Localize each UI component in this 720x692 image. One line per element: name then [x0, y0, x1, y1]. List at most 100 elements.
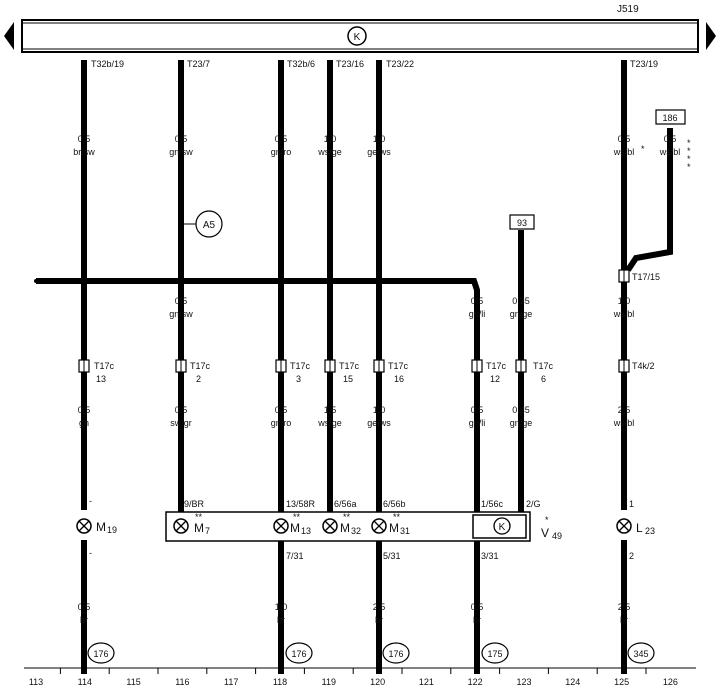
top-label-3: T32b/6 — [287, 59, 315, 69]
svg-text:V: V — [541, 526, 549, 540]
connectors: T17c 13 T17c 2 T17c 3 T17c 15 T17c 16 — [78, 269, 660, 384]
svg-text:M: M — [194, 521, 204, 535]
wire14-size: 0,5 — [275, 405, 288, 415]
svg-text:**: ** — [393, 512, 401, 522]
track-number-121: 121 — [419, 677, 434, 687]
svg-text:M: M — [96, 520, 106, 534]
ground-ref-5: 345 — [633, 649, 648, 659]
pin-label-9: 5/31 — [383, 551, 401, 561]
wire-ref186-branch — [625, 128, 673, 272]
wire6-size: 0,5 — [618, 134, 631, 144]
track-number-122: 122 — [468, 677, 483, 687]
ground-ref-2-circle — [285, 642, 313, 664]
wire16-size: 1,0 — [373, 405, 386, 415]
top-label-5: T23/22 — [386, 59, 414, 69]
wire18-size: 0,35 — [512, 405, 530, 415]
svg-text:3: 3 — [296, 374, 301, 384]
svg-text:T17/15: T17/15 — [632, 272, 660, 282]
track-number-115: 115 — [126, 677, 140, 687]
wires — [36, 60, 673, 674]
track-number-119: 119 — [322, 677, 336, 687]
svg-text:T17c: T17c — [339, 361, 360, 371]
wire-horizontal-bus — [36, 278, 480, 360]
wire1-color: br/sw — [73, 147, 95, 157]
left-arrow-icon — [4, 22, 14, 50]
wire19-color: ws/bl — [613, 418, 635, 428]
bus-start-dot — [34, 279, 38, 283]
connector-c2: T17c 2 — [175, 359, 211, 384]
wire8-color: gn/sw — [169, 309, 193, 319]
components: M 19 M 7 ** M 13 ** M 32 ** — [76, 512, 655, 541]
module-id: J519 — [617, 4, 639, 15]
wire13-size: 0,5 — [175, 405, 188, 415]
pin-labels: 9/BR 13/58R 6/56a 6/56b 1/56c 2/G 1 7/31… — [83, 496, 634, 561]
svg-text:16: 16 — [394, 374, 404, 384]
top-pin-labels: T32b/19 T23/7 T32b/6 T23/16 T23/22 T23/1… — [91, 59, 658, 69]
pin-label-11: 2 — [629, 551, 634, 561]
svg-text:*: * — [687, 162, 691, 172]
wire1-size: 0,5 — [78, 134, 91, 144]
wire8-size: 0,5 — [175, 296, 188, 306]
control-unit-j519: K J519 — [4, 4, 716, 53]
instrument-group-box — [165, 511, 531, 542]
ground-ref-4-circle — [481, 642, 509, 664]
svg-text:-: - — [89, 548, 92, 558]
display-v49: K V 49 * — [472, 514, 562, 541]
pin-label-10: 3/31 — [481, 551, 499, 561]
connector-c8: T4k/2 — [618, 359, 655, 373]
connector-c4: T17c 15 — [324, 359, 360, 384]
wire4-color: ws/ge — [317, 147, 342, 157]
electronics-k-icon — [347, 26, 367, 46]
svg-text:12: 12 — [490, 374, 500, 384]
wire5-size: 1,0 — [373, 134, 386, 144]
track-number-120: 120 — [370, 677, 385, 687]
display-v49-k-icon — [493, 517, 511, 535]
pin-label-3: 6/56a — [334, 499, 357, 509]
wire24-color: br — [620, 615, 628, 625]
svg-text:*: * — [687, 146, 691, 156]
connection-a5-label: A5 — [203, 220, 216, 231]
track-number-123: 123 — [516, 677, 531, 687]
ground-ref-3: 176 — [388, 649, 403, 659]
svg-text:32: 32 — [351, 526, 361, 536]
ref-93-label: 93 — [517, 218, 527, 228]
track-number-124: 124 — [565, 677, 580, 687]
wire5-color: ge/ws — [367, 147, 391, 157]
pin-label-7: 1 — [629, 499, 634, 509]
wire14-color: gn/ro — [271, 418, 292, 428]
wire20-size: 0,5 — [78, 602, 91, 612]
ground-ref-2: 176 — [291, 649, 306, 659]
wire10-size: 0,35 — [512, 296, 530, 306]
ref-box-186 — [655, 109, 686, 125]
connector-c6: T17c 12 — [471, 359, 507, 384]
wire12-color: gn — [79, 418, 89, 428]
svg-text:T17c: T17c — [190, 361, 211, 371]
svg-text:K: K — [499, 522, 506, 533]
wire4-size: 1,0 — [324, 134, 337, 144]
pin-label-5: 1/56c — [481, 499, 504, 509]
wire20-color: br — [80, 615, 88, 625]
track-number-118: 118 — [273, 677, 287, 687]
svg-text:*: * — [687, 154, 691, 164]
top-label-1: T32b/19 — [91, 59, 124, 69]
wire19-size: 2,5 — [618, 405, 631, 415]
svg-text:T4k/2: T4k/2 — [632, 361, 655, 371]
top-label-6: T23/19 — [630, 59, 658, 69]
wire16-color: ge/ws — [367, 418, 391, 428]
svg-text:19: 19 — [107, 525, 117, 535]
svg-text:31: 31 — [400, 526, 410, 536]
svg-text:6: 6 — [541, 374, 546, 384]
svg-text:M: M — [290, 521, 300, 535]
wire2-size: 0,5 — [175, 134, 188, 144]
wire9-size: 0,5 — [471, 296, 484, 306]
wire6-color: ws/bl — [613, 147, 635, 157]
wire-labels: 0,5 br/sw 0,5 gn/sw 0,5 gn/ro 1,0 ws/ge … — [73, 134, 691, 625]
lamp-m19: M 19 — [76, 518, 117, 535]
reference-boxes: 186 93 A5 — [181, 109, 686, 238]
ground-refs: 176 176 176 175 345 — [87, 642, 655, 664]
wire7-size: 0,5 — [664, 134, 677, 144]
connection-a5-circle — [195, 210, 223, 238]
wire3-size: 0,5 — [275, 134, 288, 144]
pin-label-1: 9/BR — [184, 499, 205, 509]
wire22-size: 2,5 — [373, 602, 386, 612]
